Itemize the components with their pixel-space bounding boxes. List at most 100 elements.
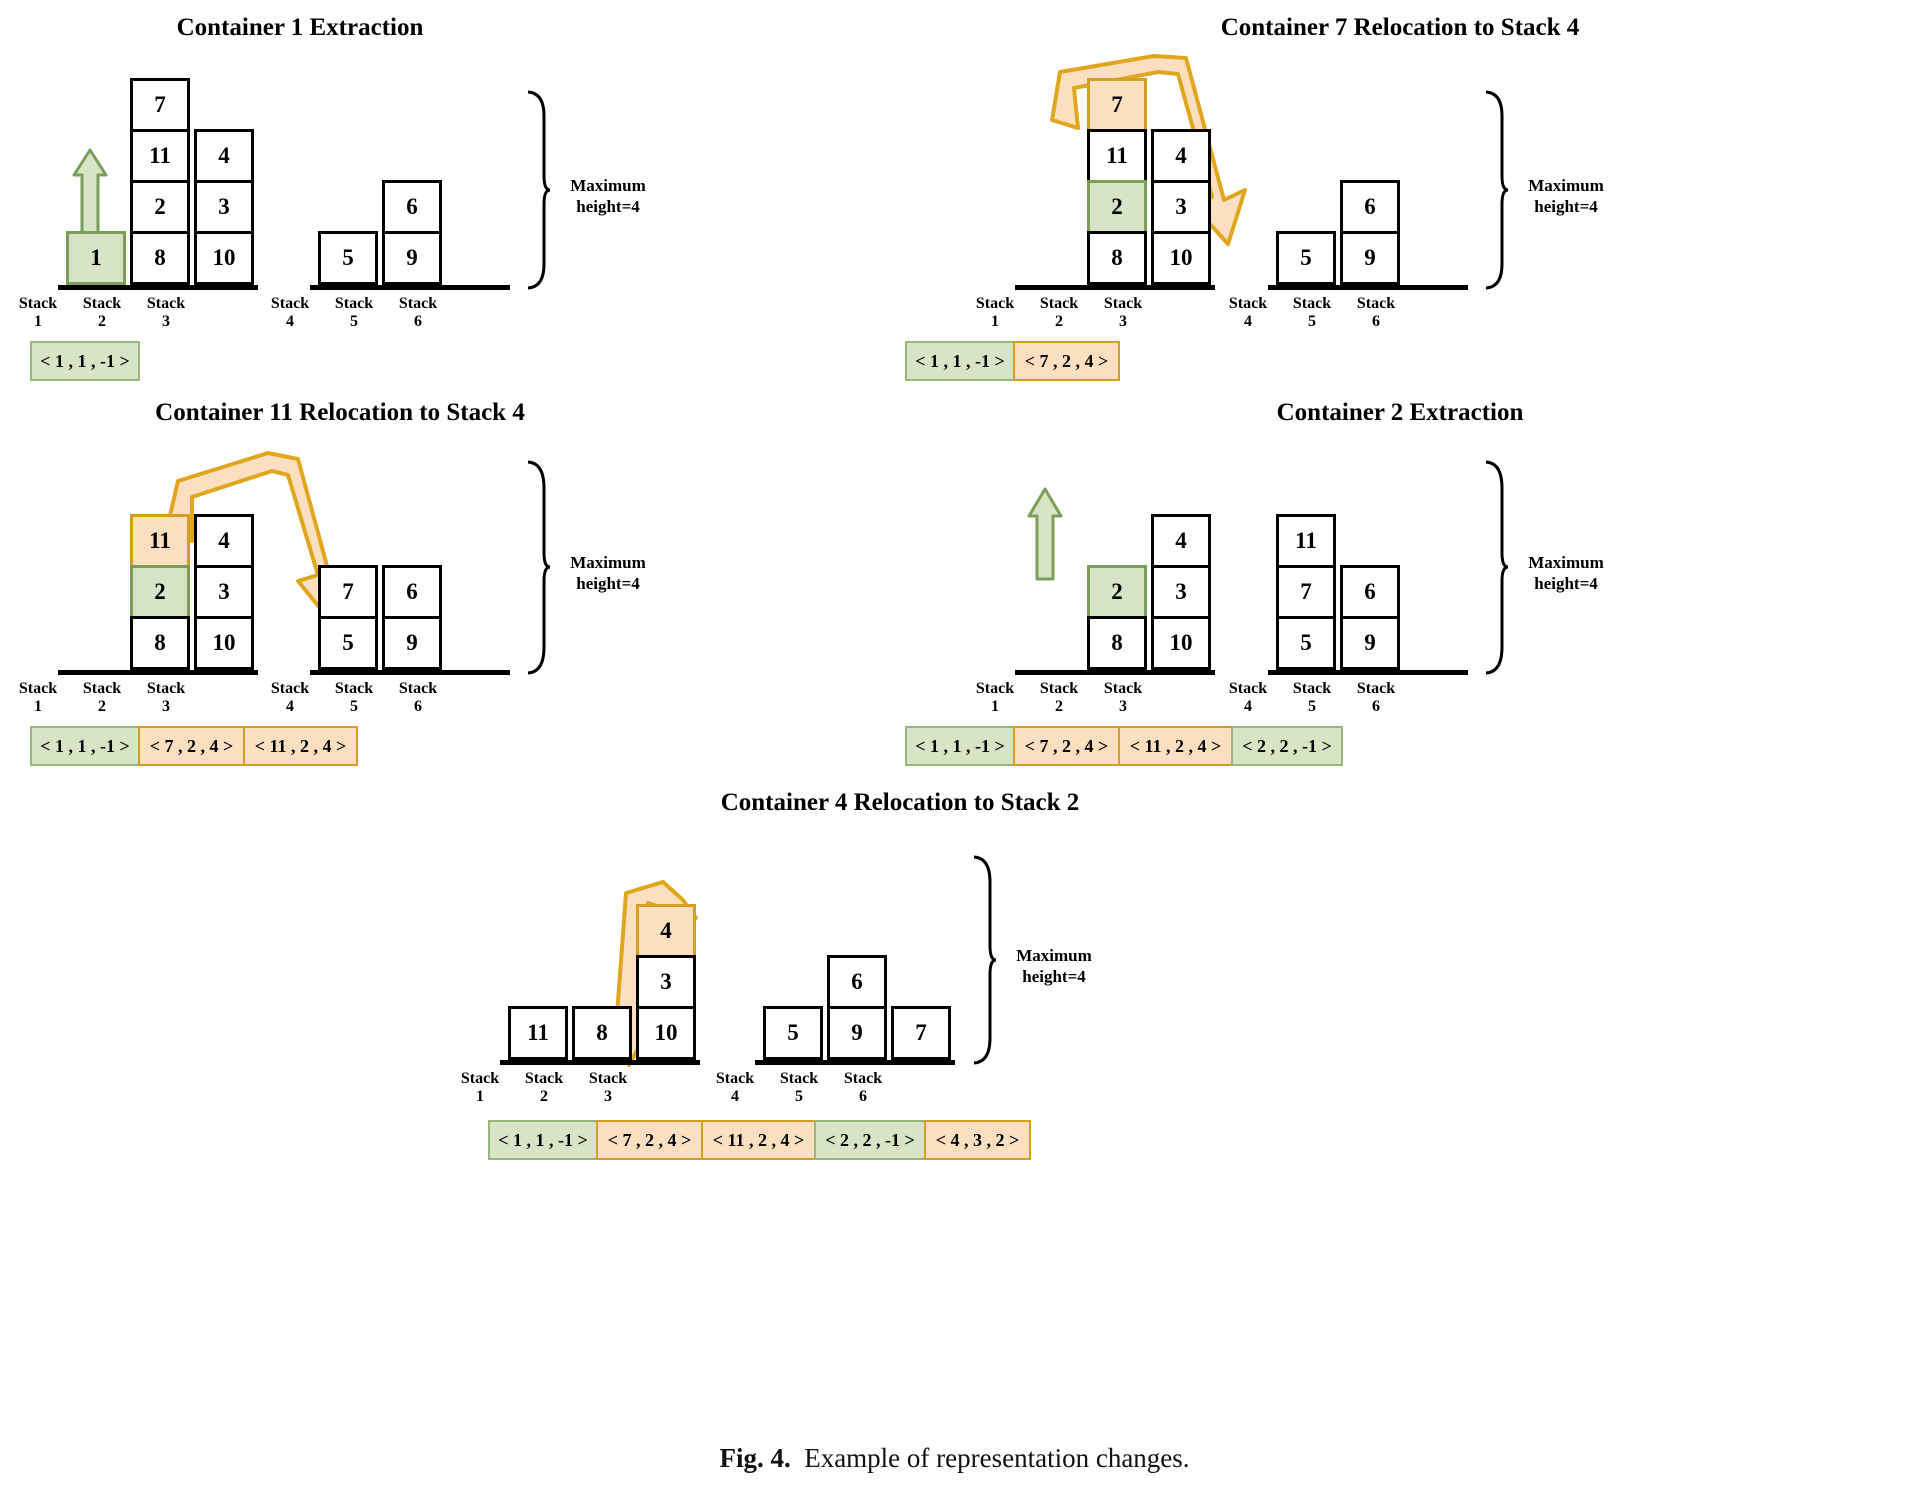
max-height-label: Maximum height=4	[548, 552, 668, 595]
container-cell[interactable]: 8	[1087, 231, 1147, 285]
container-cell[interactable]: 11	[1276, 514, 1336, 568]
container-cell[interactable]: 10	[194, 231, 254, 285]
container-cell[interactable]: 7	[891, 1006, 951, 1060]
container-cell[interactable]: 7	[318, 565, 378, 619]
container-cell[interactable]: 5	[763, 1006, 823, 1060]
container-cell[interactable]: 1	[66, 231, 126, 285]
stack-label-num: 1	[991, 698, 999, 716]
container-cell[interactable]: 6	[382, 565, 442, 619]
representation-cell[interactable]: < 11 , 2 , 4 >	[1118, 726, 1233, 766]
container-cell[interactable]: 3	[1151, 565, 1211, 619]
stack-label-text: Stack	[588, 1070, 628, 1087]
stack-label-text: Stack	[398, 295, 438, 312]
container-cell[interactable]: 4	[1151, 129, 1211, 183]
container-cell[interactable]: 6	[827, 955, 887, 1009]
container-cell[interactable]: 2	[1087, 180, 1147, 234]
container-cell[interactable]: 6	[1340, 565, 1400, 619]
stack-label-num: 2	[98, 313, 106, 331]
representation-strip: < 1 , 1 , -1 > < 7 , 2 , 4 > < 11 , 2 , …	[905, 726, 1343, 766]
container-cell[interactable]: 11	[130, 514, 190, 568]
representation-cell[interactable]: < 1 , 1 , -1 >	[30, 726, 140, 766]
max-height-bracket	[1482, 90, 1508, 290]
representation-cell[interactable]: < 11 , 2 , 4 >	[243, 726, 358, 766]
representation-cell[interactable]: < 2 , 2 , -1 >	[814, 1120, 926, 1160]
panel-title: Container 2 Extraction	[1276, 399, 1524, 426]
max-height-label: Maximum height=4	[994, 945, 1114, 988]
stack-label-num: 3	[1119, 313, 1127, 331]
max-height-label-line2: height=4	[576, 197, 640, 217]
container-cell[interactable]: 4	[636, 904, 696, 958]
container-cell[interactable]: 10	[1151, 231, 1211, 285]
stack-column-2: 8	[572, 1006, 632, 1060]
container-cell[interactable]: 3	[636, 955, 696, 1009]
container-cell[interactable]: 7	[1276, 565, 1336, 619]
container-cell[interactable]: 9	[382, 616, 442, 670]
container-cell[interactable]: 10	[194, 616, 254, 670]
yard-group-right: 5 9 6 7	[755, 955, 955, 1065]
stack-label-4: Stack 4	[1203, 295, 1293, 332]
container-cell[interactable]: 5	[1276, 231, 1336, 285]
stack-label-num: 4	[1244, 698, 1252, 716]
container-cell[interactable]: 8	[130, 231, 190, 285]
stack-label-5: Stack 5	[309, 680, 399, 717]
container-cell[interactable]: 2	[130, 565, 190, 619]
container-cell[interactable]: 5	[1276, 616, 1336, 670]
container-cell[interactable]: 3	[194, 565, 254, 619]
container-cell[interactable]: 2	[130, 180, 190, 234]
stack-label-num: 5	[1308, 698, 1316, 716]
representation-strip: < 1 , 1 , -1 > < 7 , 2 , 4 > < 11 , 2 , …	[488, 1120, 1031, 1160]
yard-group-left: 11 8 10 3 4	[500, 904, 700, 1065]
ground-line	[58, 285, 258, 290]
representation-cell[interactable]: < 7 , 2 , 4 >	[1013, 341, 1120, 381]
stack-label-text: Stack	[146, 295, 186, 312]
representation-cell[interactable]: < 2 , 2 , -1 >	[1231, 726, 1343, 766]
stack-label-num: 3	[162, 313, 170, 331]
stack-label-1: Stack 1	[435, 1070, 525, 1107]
container-cell[interactable]: 8	[572, 1006, 632, 1060]
container-cell[interactable]: 6	[1340, 180, 1400, 234]
container-cell[interactable]: 10	[1151, 616, 1211, 670]
representation-cell[interactable]: < 4 , 3 , 2 >	[924, 1120, 1031, 1160]
stack-label-num: 2	[1055, 698, 1063, 716]
max-height-label-line1: Maximum	[1528, 553, 1604, 572]
stack-column-3: 10 3 4	[1151, 129, 1211, 285]
container-cell[interactable]: 8	[1087, 616, 1147, 670]
container-cell[interactable]: 9	[382, 231, 442, 285]
representation-cell[interactable]: < 7 , 2 , 4 >	[1013, 726, 1120, 766]
container-cell[interactable]: 5	[318, 616, 378, 670]
stack-column-3: 10 3 4	[194, 129, 254, 285]
container-cell[interactable]: 5	[318, 231, 378, 285]
container-cell[interactable]: 2	[1087, 565, 1147, 619]
container-cell[interactable]: 4	[1151, 514, 1211, 568]
representation-cell[interactable]: < 1 , 1 , -1 >	[905, 341, 1015, 381]
container-cell[interactable]: 9	[1340, 231, 1400, 285]
container-cell[interactable]: 4	[194, 514, 254, 568]
container-cell[interactable]: 7	[130, 78, 190, 132]
stack-label-text: Stack	[975, 680, 1015, 697]
stack-label-text: Stack	[334, 295, 374, 312]
container-cell[interactable]: 11	[508, 1006, 568, 1060]
representation-cell[interactable]: < 1 , 1 , -1 >	[488, 1120, 598, 1160]
container-cell[interactable]: 6	[382, 180, 442, 234]
stack-column-4: 5	[763, 1006, 823, 1060]
container-cell[interactable]: 11	[1087, 129, 1147, 183]
container-cell[interactable]: 3	[194, 180, 254, 234]
representation-cell[interactable]: < 1 , 1 , -1 >	[905, 726, 1015, 766]
yard-group-left: 8 2 11 7 10 3 4	[1015, 78, 1215, 290]
stack-label-text: Stack	[18, 295, 58, 312]
container-cell[interactable]: 9	[1340, 616, 1400, 670]
container-cell[interactable]: 11	[130, 129, 190, 183]
representation-cell[interactable]: < 11 , 2 , 4 >	[701, 1120, 816, 1160]
container-cell[interactable]: 4	[194, 129, 254, 183]
panel-container-2-extraction: Container 2 Extraction 8 2 10 3 4 Stack …	[900, 385, 1909, 855]
container-cell[interactable]: 9	[827, 1006, 887, 1060]
max-height-label: Maximum height=4	[548, 175, 668, 218]
container-cell[interactable]: 3	[1151, 180, 1211, 234]
container-cell[interactable]: 10	[636, 1006, 696, 1060]
container-cell[interactable]: 7	[1087, 78, 1147, 132]
representation-cell[interactable]: < 1 , 1 , -1 >	[30, 341, 140, 381]
representation-cell[interactable]: < 7 , 2 , 4 >	[596, 1120, 703, 1160]
representation-cell[interactable]: < 7 , 2 , 4 >	[138, 726, 245, 766]
container-cell[interactable]: 8	[130, 616, 190, 670]
representation-strip: < 1 , 1 , -1 > < 7 , 2 , 4 >	[905, 341, 1120, 381]
